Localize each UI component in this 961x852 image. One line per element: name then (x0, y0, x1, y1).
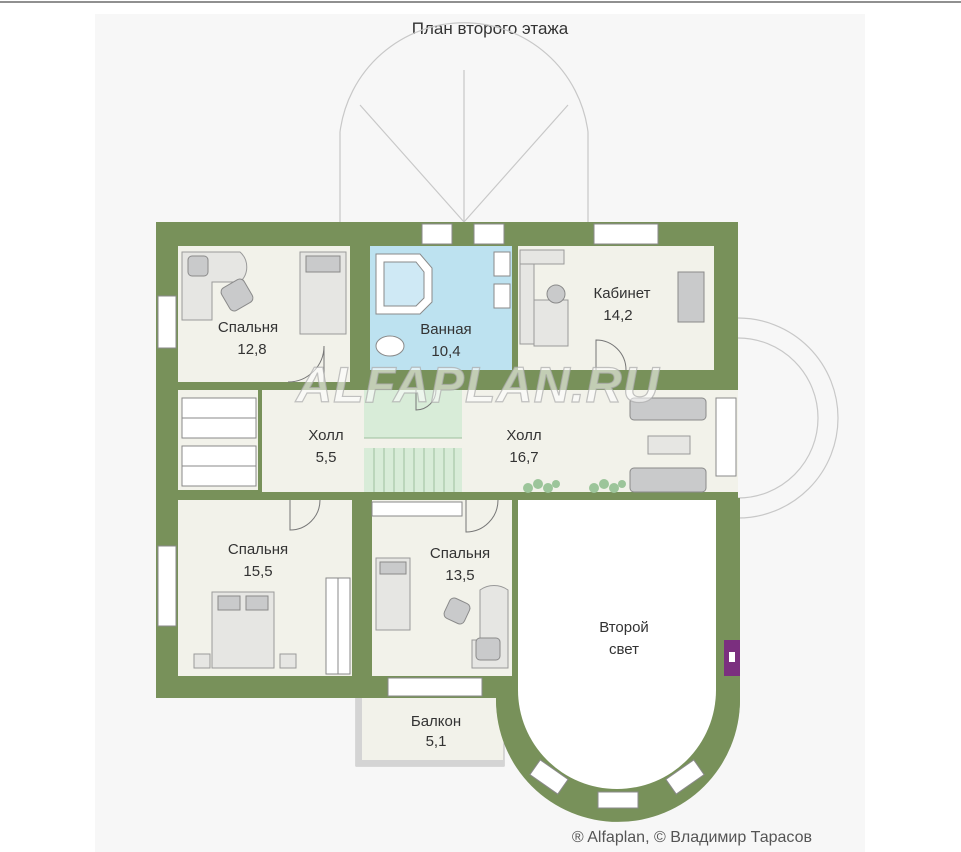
room-labels: Спальня 12,8 Ванная 10,4 Кабинет 14,2 Хо… (218, 285, 651, 750)
lower-floor-outline (339, 22, 839, 519)
doors (287, 339, 627, 533)
bedroom1-area: 12,8 (237, 341, 266, 358)
bedroom2-name: Спальня (228, 541, 288, 558)
office-area: 14,2 (603, 307, 632, 324)
bedroom3-area: 13,5 (445, 567, 474, 584)
partitions (178, 246, 738, 676)
second-light-line1: Второй (599, 619, 649, 636)
balcony (355, 695, 505, 767)
balcony-name: Балкон (411, 713, 461, 730)
plan-title: План второго этажа (412, 19, 569, 38)
hall-big-name: Холл (506, 427, 541, 444)
office-name: Кабинет (593, 285, 650, 302)
bedroom1-name: Спальня (218, 319, 278, 336)
hall-small-name: Холл (308, 427, 343, 444)
watermark: ALFAPLAN.RU (294, 357, 661, 413)
hall-big-area: 16,7 (509, 449, 538, 466)
second-light-line2: свет (609, 641, 639, 658)
bathroom-area: 10,4 (431, 343, 460, 360)
copyright: ® Alfaplan, © Владимир Тарасов (572, 829, 812, 846)
windows (157, 223, 740, 809)
furniture (181, 249, 707, 669)
balcony-area: 5,1 (426, 733, 447, 750)
bathroom-name: Ванная (420, 321, 471, 338)
hall-small-area: 5,5 (316, 449, 337, 466)
bedroom3-name: Спальня (430, 545, 490, 562)
stairs (364, 390, 462, 492)
wardrobes (181, 397, 463, 675)
bedroom2-area: 15,5 (243, 563, 272, 580)
